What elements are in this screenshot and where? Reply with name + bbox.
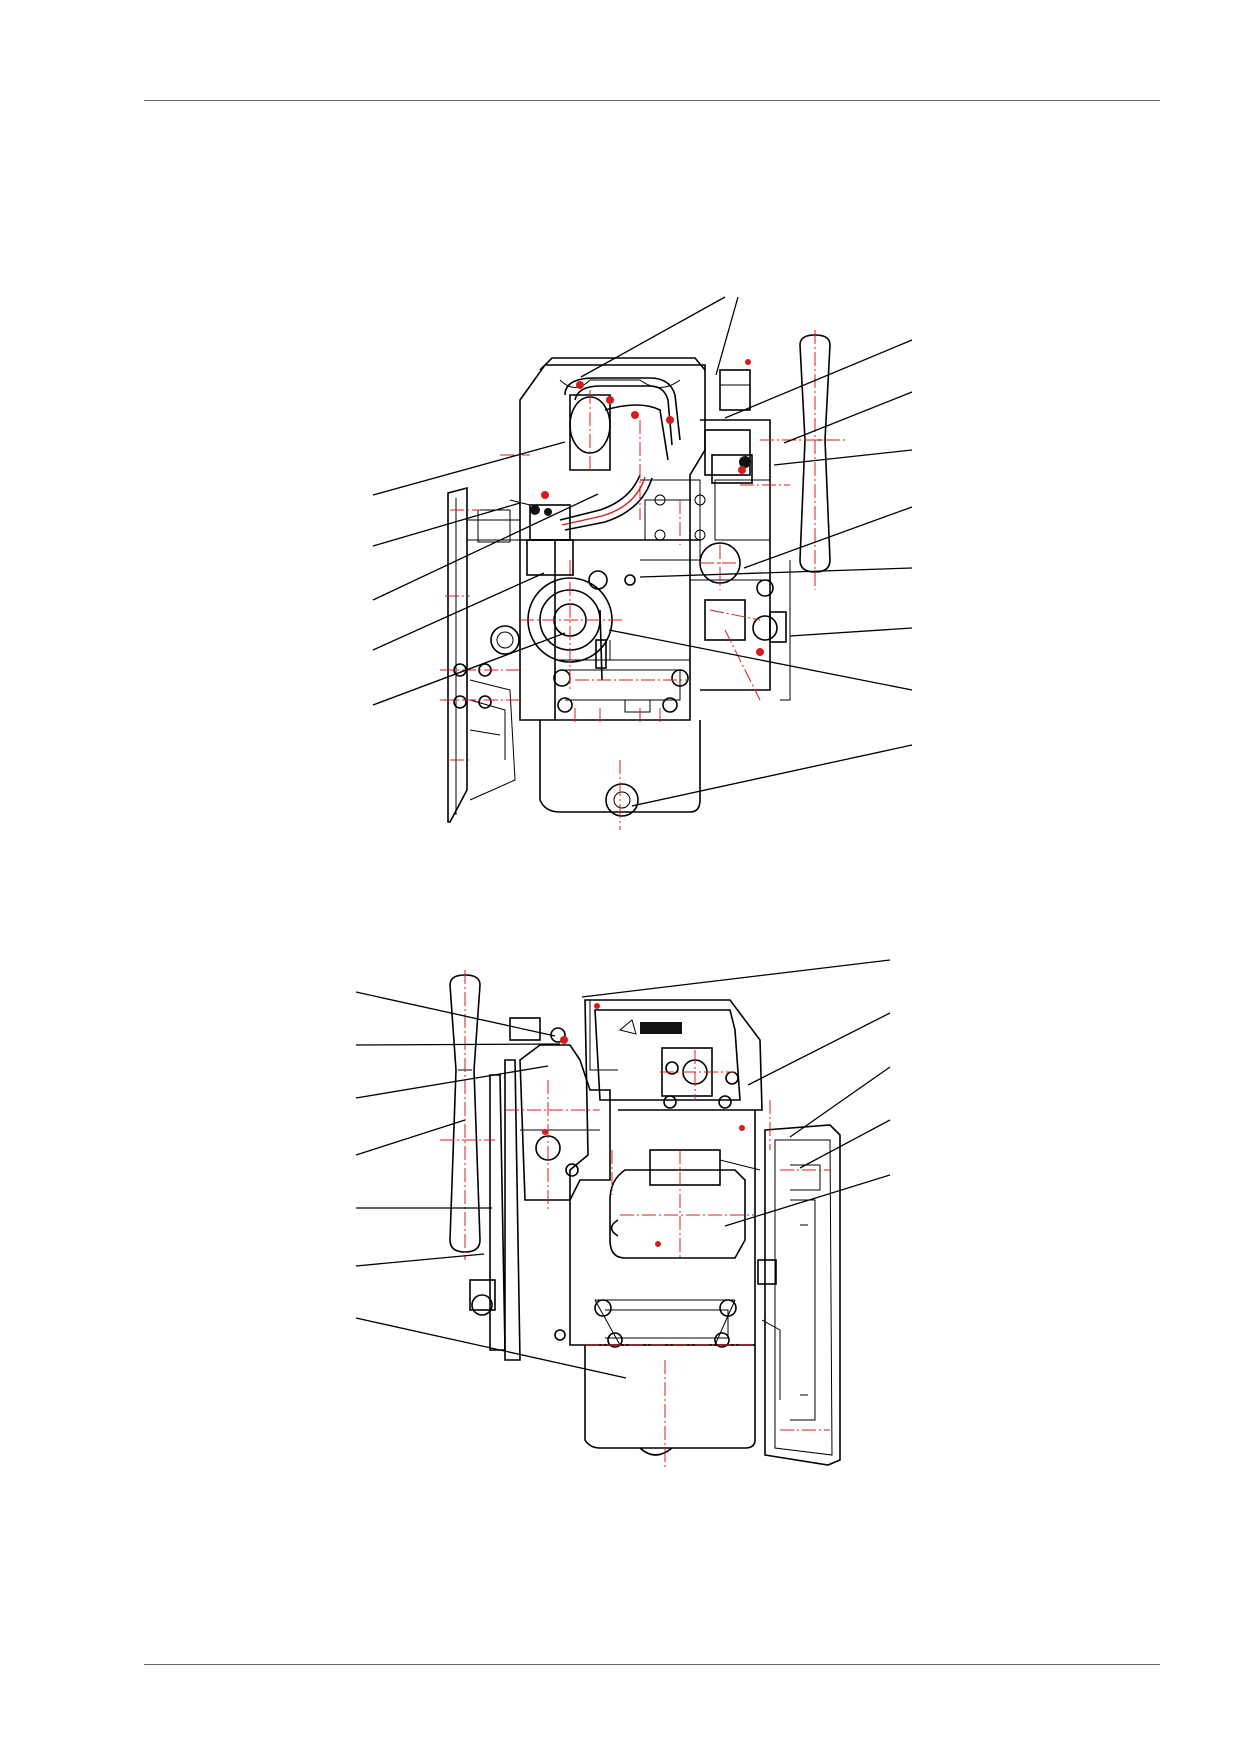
callout-leaders bbox=[355, 959, 891, 1379]
footer-rule bbox=[144, 1664, 1160, 1665]
engine-view-lower bbox=[355, 959, 891, 1470]
thermostat-housing bbox=[509, 499, 574, 576]
starting-handle bbox=[780, 334, 831, 701]
cylinder-block bbox=[519, 364, 771, 721]
center-lines bbox=[440, 970, 830, 1470]
fuel-hose bbox=[559, 474, 653, 531]
callout-leaders bbox=[372, 296, 913, 807]
flywheel-housing bbox=[447, 486, 521, 823]
cylinder-block bbox=[569, 999, 763, 1346]
header-rule bbox=[144, 100, 1160, 101]
rocker-cover bbox=[539, 357, 706, 471]
rocker-cover bbox=[594, 1009, 741, 1109]
center-lines bbox=[440, 330, 845, 830]
injection-pipes bbox=[564, 377, 681, 461]
oil-pan bbox=[539, 720, 701, 817]
oil-dipstick bbox=[595, 609, 607, 681]
starter-motor bbox=[609, 1149, 761, 1259]
fuel-injection-pump bbox=[699, 369, 787, 643]
flywheel-housing bbox=[757, 1124, 841, 1466]
engine-view-upper bbox=[372, 296, 913, 830]
fan-belt-pulleys bbox=[469, 1059, 521, 1361]
lower-frame bbox=[554, 1299, 737, 1348]
alternator bbox=[509, 1017, 611, 1201]
oil-pan bbox=[584, 1345, 756, 1456]
